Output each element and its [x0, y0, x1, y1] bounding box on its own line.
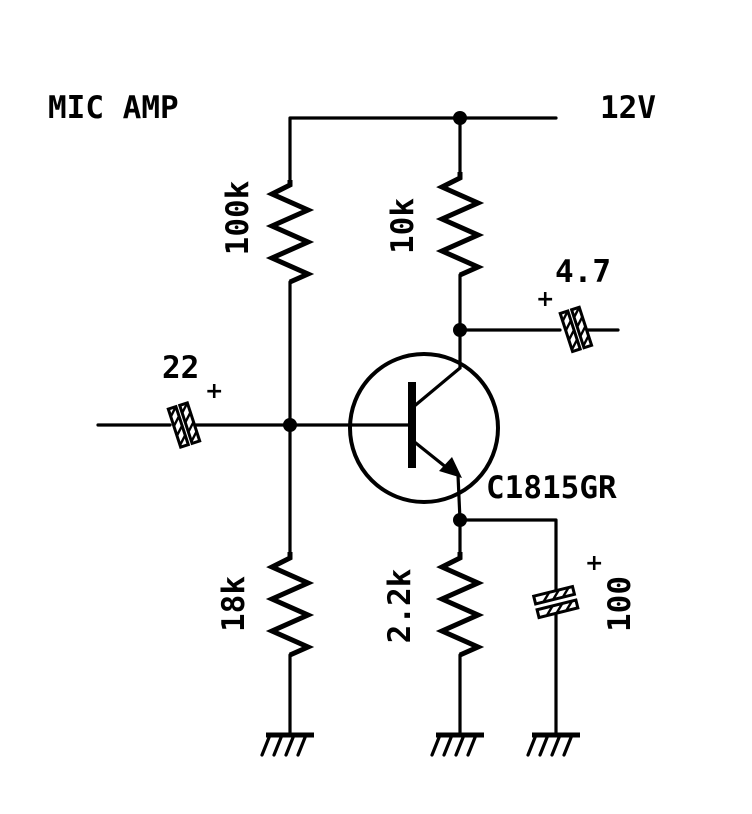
resistor-collector — [435, 172, 485, 370]
capacitor-output — [558, 305, 620, 354]
supply-label: 12V — [600, 90, 656, 126]
capacitor-emitter-bypass-plus: + — [585, 551, 603, 576]
resistor-emitter-label: 2.2k — [382, 568, 418, 643]
capacitor-emitter-bypass-label: 100 — [602, 576, 638, 632]
capacitor-output-plus: + — [536, 287, 554, 312]
capacitor-input-label: 22 — [162, 350, 199, 386]
capacitor-input — [166, 400, 202, 450]
resistor-emitter — [435, 518, 485, 737]
capacitor-input-plus: + — [205, 379, 223, 404]
resistor-bias-bottom-label: 18k — [216, 576, 252, 632]
title-label: MIC AMP — [48, 90, 179, 126]
supply-rail — [288, 111, 558, 182]
npn-transistor-icon — [348, 352, 500, 522]
resistor-bias-top — [265, 180, 315, 427]
ground-icon — [260, 732, 314, 757]
emitter-node — [453, 513, 558, 737]
ground-icon — [526, 732, 580, 757]
capacitor-output-label: 4.7 — [555, 254, 611, 290]
resistor-collector-label: 10k — [385, 198, 421, 254]
capacitor-emitter-bypass — [531, 584, 580, 620]
collector-node — [453, 323, 562, 337]
transistor-label: C1815GR — [486, 470, 617, 506]
input-line — [96, 418, 414, 432]
resistor-bias-top-label: 100k — [220, 180, 256, 255]
resistor-bias-bottom — [265, 423, 315, 737]
ground-icon — [430, 732, 484, 757]
